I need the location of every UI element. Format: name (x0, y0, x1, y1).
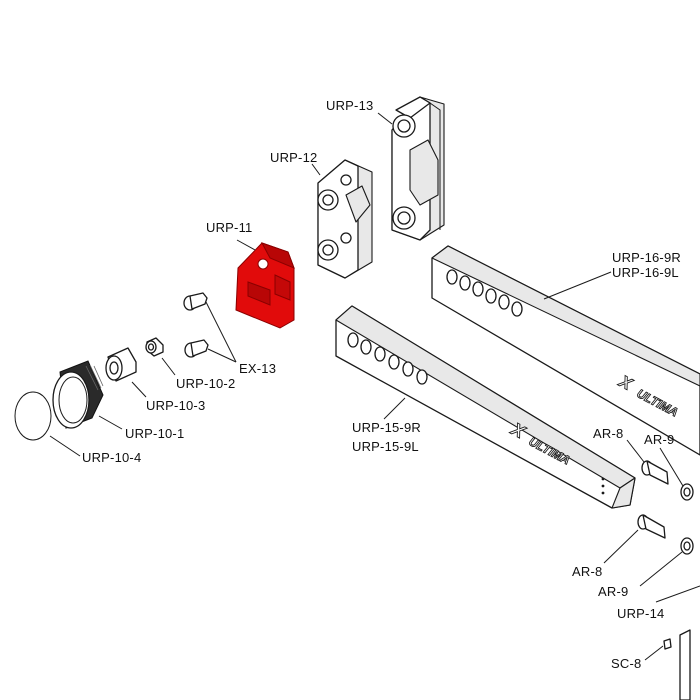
label-sc-8: SC-8 (611, 656, 641, 671)
label-ar-8-top: AR-8 (593, 426, 623, 441)
label-urp-11: URP-11 (206, 220, 252, 235)
leader-lines (49, 112, 700, 661)
label-urp-15-9l: URP-15-9L (352, 439, 419, 454)
part-ex-13-screw-lower (184, 339, 209, 358)
part-ar-8-lower (637, 514, 666, 539)
label-urp-10-3: URP-10-3 (146, 398, 205, 413)
part-urp-10-4 (14, 391, 52, 441)
label-ar-9-top: AR-9 (644, 432, 674, 447)
part-urp-10-3 (105, 347, 137, 382)
part-ar-8-upper (641, 460, 669, 485)
label-urp-10-1: URP-10-1 (125, 426, 184, 441)
label-urp-13: URP-13 (326, 98, 373, 113)
label-urp-14: URP-14 (617, 606, 664, 621)
part-urp-12 (317, 159, 373, 279)
part-ar-9-lower (680, 537, 694, 555)
label-ar-9-bottom: AR-9 (598, 584, 628, 599)
label-urp-15-9r: URP-15-9R (352, 420, 421, 435)
part-ar-9-upper (680, 483, 694, 501)
part-urp-16-rail: X ULTIMA (431, 245, 700, 456)
part-urp-14 (679, 629, 691, 700)
label-urp-16-9r: URP-16-9R (612, 250, 681, 265)
label-ar-8-bottom: AR-8 (572, 564, 602, 579)
part-urp-10-1 (52, 360, 104, 429)
part-ex-13-screw-upper (183, 292, 208, 311)
part-urp-11-highlighted (235, 242, 295, 329)
label-urp-10-4: URP-10-4 (82, 450, 141, 465)
label-urp-12: URP-12 (270, 150, 317, 165)
label-ex-13: EX-13 (239, 361, 276, 376)
label-urp-10-2: URP-10-2 (176, 376, 235, 391)
label-urp-16-9l: URP-16-9L (612, 265, 679, 280)
part-urp-10-2 (145, 337, 164, 357)
part-urp-13 (391, 96, 445, 241)
part-urp-15-rail: X ULTIMA (335, 305, 636, 509)
part-labels: URP-13 URP-12 URP-11 EX-13 URP-10-2 URP-… (82, 98, 681, 671)
part-sc-8 (663, 638, 672, 650)
